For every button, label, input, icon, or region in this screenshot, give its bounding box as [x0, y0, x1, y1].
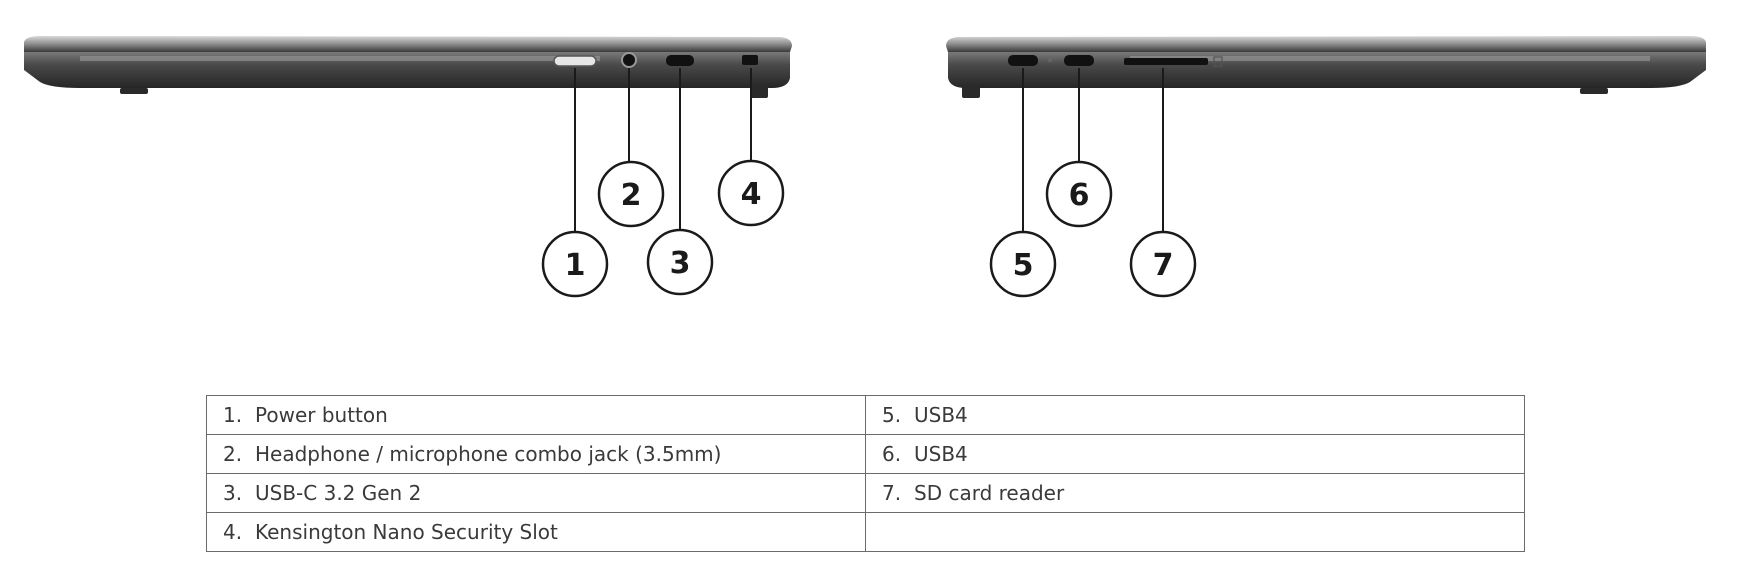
usb-c-port	[666, 55, 694, 66]
svg-text:3: 3	[670, 246, 691, 281]
legend-cell-7: 7.SD card reader	[865, 473, 1525, 513]
legend-cell-6: 6.USB4	[865, 434, 1525, 474]
legend-label: SD card reader	[914, 481, 1065, 505]
callout-5: 5	[989, 230, 1057, 298]
audio-jack	[621, 52, 637, 68]
legend-cell-4: 4.Kensington Nano Security Slot	[206, 512, 866, 552]
power-button	[553, 55, 597, 67]
callout-7: 7	[1129, 230, 1197, 298]
table-row: 1.Power button 5.USB4	[206, 395, 1525, 435]
table-row: 2.Headphone / microphone combo jack (3.5…	[206, 434, 1525, 474]
sd-card-slot	[1124, 58, 1208, 65]
svg-text:2: 2	[621, 178, 642, 213]
legend-label: USB-C 3.2 Gen 2	[255, 481, 422, 505]
callout-1: 1	[541, 230, 609, 298]
legend-cell-empty	[865, 512, 1525, 552]
legend-cell-2: 2.Headphone / microphone combo jack (3.5…	[206, 434, 866, 474]
legend-cell-1: 1.Power button	[206, 395, 866, 435]
legend-label: USB4	[914, 442, 968, 466]
svg-text:6: 6	[1069, 178, 1090, 213]
svg-text:7: 7	[1153, 248, 1174, 283]
legend-label: Headphone / microphone combo jack (3.5mm…	[255, 442, 722, 466]
legend-label: Kensington Nano Security Slot	[255, 520, 558, 544]
usb4-port-2	[1064, 55, 1094, 66]
legend-label: USB4	[914, 403, 968, 427]
table-row: 3.USB-C 3.2 Gen 2 7.SD card reader	[206, 473, 1525, 513]
callout-6: 6	[1045, 160, 1113, 228]
callout-3: 3	[646, 228, 714, 296]
ports-legend-table: 1.Power button 5.USB4 2.Headphone / micr…	[206, 395, 1525, 552]
legend-cell-5: 5.USB4	[865, 395, 1525, 435]
laptop-right-side	[946, 36, 1706, 98]
svg-text:4: 4	[741, 177, 762, 212]
usb4-port-1	[1008, 55, 1038, 66]
laptop-left-side	[24, 36, 792, 98]
table-row: 4.Kensington Nano Security Slot	[206, 512, 1525, 552]
leader-lines	[574, 68, 1164, 232]
kensington-slot	[742, 55, 758, 65]
svg-text:5: 5	[1013, 248, 1034, 283]
callout-4: 4	[717, 159, 785, 227]
svg-text:1: 1	[565, 248, 586, 283]
callout-2: 2	[597, 160, 665, 228]
legend-label: Power button	[255, 403, 388, 427]
legend-cell-3: 3.USB-C 3.2 Gen 2	[206, 473, 866, 513]
